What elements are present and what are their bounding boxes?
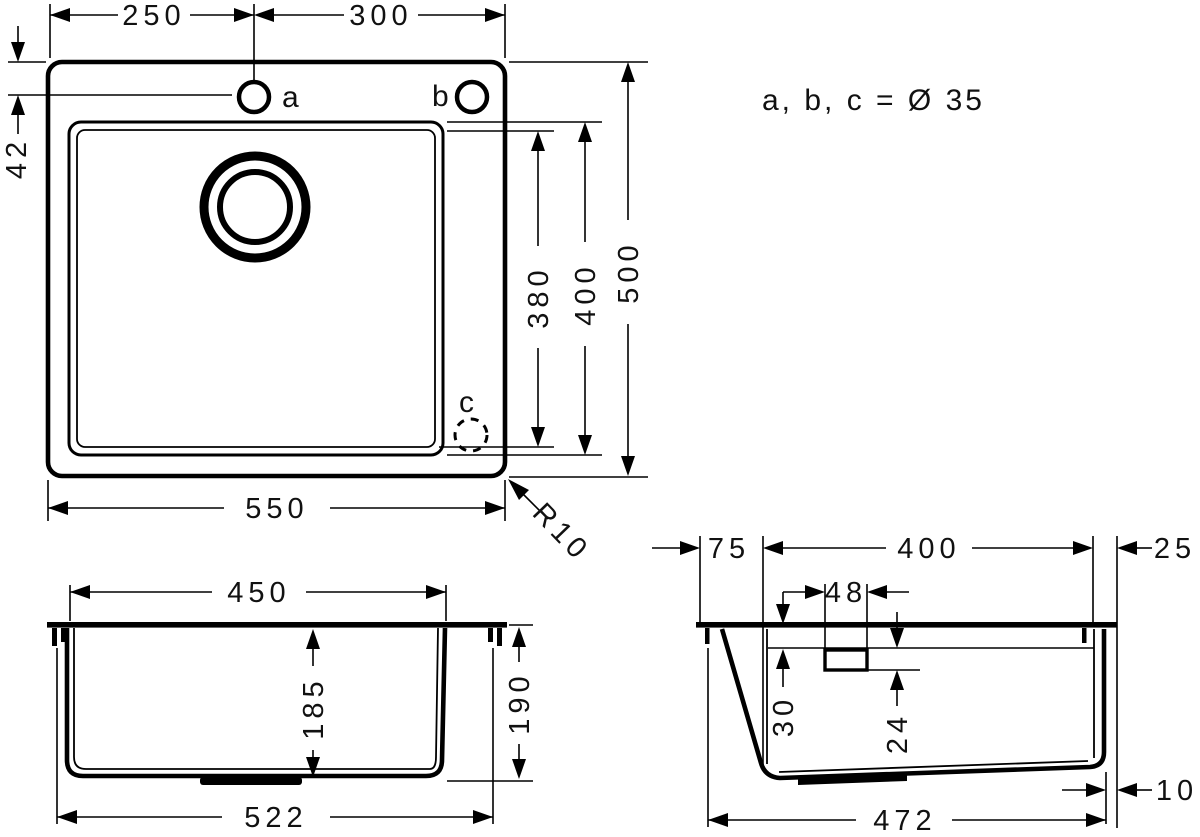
dim-472-label: 472	[873, 805, 936, 837]
front-clip-left2	[61, 628, 66, 642]
dim-185-label: 185	[298, 676, 330, 739]
dim-10-label: 10	[1156, 775, 1198, 807]
dim-400s-label: 400	[897, 533, 960, 565]
dim-550: 550	[47, 480, 506, 525]
dim-380-400-500: 380 400 500	[439, 61, 648, 478]
dim-550-label: 550	[245, 493, 308, 525]
dim-380-label: 380	[523, 265, 555, 328]
bowl-inner-outline	[76, 129, 436, 448]
front-clip-right2	[488, 628, 493, 642]
radius-callout: R10	[508, 479, 596, 568]
dim-48-label: 48	[825, 577, 867, 609]
top-view: a b c 250 300 42	[1, 0, 648, 568]
dim-42: 42	[1, 26, 232, 179]
dim-400-label: 400	[570, 262, 602, 325]
side-clip-right	[1082, 628, 1087, 643]
side-clip-left	[705, 628, 710, 644]
side-rim	[696, 622, 1117, 628]
dim-75-400-25: 75 400 25	[652, 533, 1196, 828]
side-drain-boss	[798, 772, 907, 785]
side-bowl-outline	[719, 628, 1107, 781]
hole-a-label: a	[282, 81, 300, 114]
front-clip-left	[52, 628, 57, 646]
dim-30-label: 30	[768, 695, 800, 737]
front-drain-boss	[200, 777, 302, 785]
front-rim	[47, 622, 507, 628]
sink-outline	[45, 59, 508, 479]
overflow-opening	[823, 648, 869, 672]
tap-hole-c-optional	[453, 417, 489, 453]
dim-450-label: 450	[227, 577, 290, 609]
dim-522: 522	[56, 648, 494, 834]
front-view: 450 185 190 522	[47, 577, 536, 834]
hole-c-label: c	[459, 386, 475, 419]
dim-250-label: 250	[122, 0, 185, 32]
drain-icon	[199, 151, 311, 263]
side-bowl-bottom-inner	[778, 760, 1089, 773]
front-bowl-outline	[64, 627, 448, 779]
dim-30: 30	[768, 592, 800, 737]
dim-25-label: 25	[1154, 533, 1196, 565]
side-view: 75 400 25 48 30	[652, 533, 1198, 837]
dim-472: 472	[707, 648, 1106, 837]
dim-190-label: 190	[504, 671, 536, 734]
bowl-outer-outline	[67, 120, 445, 457]
dim-48: 48	[783, 577, 909, 648]
dim-500-label: 500	[613, 240, 645, 303]
tap-hole-b	[454, 79, 490, 115]
dim-75-label: 75	[708, 533, 750, 565]
tap-hole-a	[236, 79, 272, 115]
hole-diameter-note: a, b, c = Ø 35	[762, 84, 985, 117]
dim-24-label: 24	[882, 712, 914, 754]
hole-b-label: b	[432, 80, 450, 113]
dim-42-label: 42	[1, 137, 33, 179]
drain-inner-icon	[217, 169, 293, 245]
dim-300-label: 300	[349, 0, 412, 32]
front-bowl-inner	[73, 627, 439, 770]
dim-185: 185	[298, 629, 330, 777]
radius-label: R10	[526, 497, 596, 568]
dim-450: 450	[69, 577, 447, 621]
dim-10: 10	[1062, 772, 1198, 824]
dim-250-300: 250 300	[49, 0, 506, 80]
dim-24: 24	[882, 612, 914, 754]
dim-190: 190	[447, 624, 536, 782]
front-clip-right	[497, 628, 502, 646]
dim-522-label: 522	[244, 802, 307, 834]
